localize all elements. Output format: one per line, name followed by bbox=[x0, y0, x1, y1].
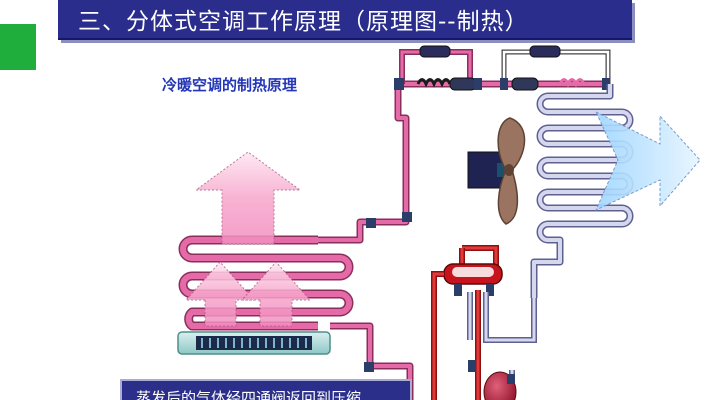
indoor-unit-grille bbox=[177, 331, 331, 355]
fan-icon bbox=[467, 117, 526, 225]
indoor-coil bbox=[178, 235, 354, 331]
expansion-valves bbox=[364, 45, 610, 372]
outdoor-coil bbox=[530, 84, 634, 298]
title-bar: 三、分体式空调工作原理（原理图--制热） bbox=[58, 0, 632, 40]
hot-air-arrows bbox=[184, 151, 312, 327]
caption-box: 蒸发后的气体经四通阀返回到压缩 bbox=[120, 379, 412, 400]
four-way-valve bbox=[431, 245, 537, 400]
slide-subtitle: 冷暖空调的制热原理 bbox=[162, 76, 298, 94]
slide-title: 三、分体式空调工作原理（原理图--制热） bbox=[78, 9, 529, 35]
cool-air-arrow bbox=[594, 110, 701, 212]
accent-block bbox=[0, 24, 36, 70]
compressor-tank bbox=[483, 371, 517, 400]
